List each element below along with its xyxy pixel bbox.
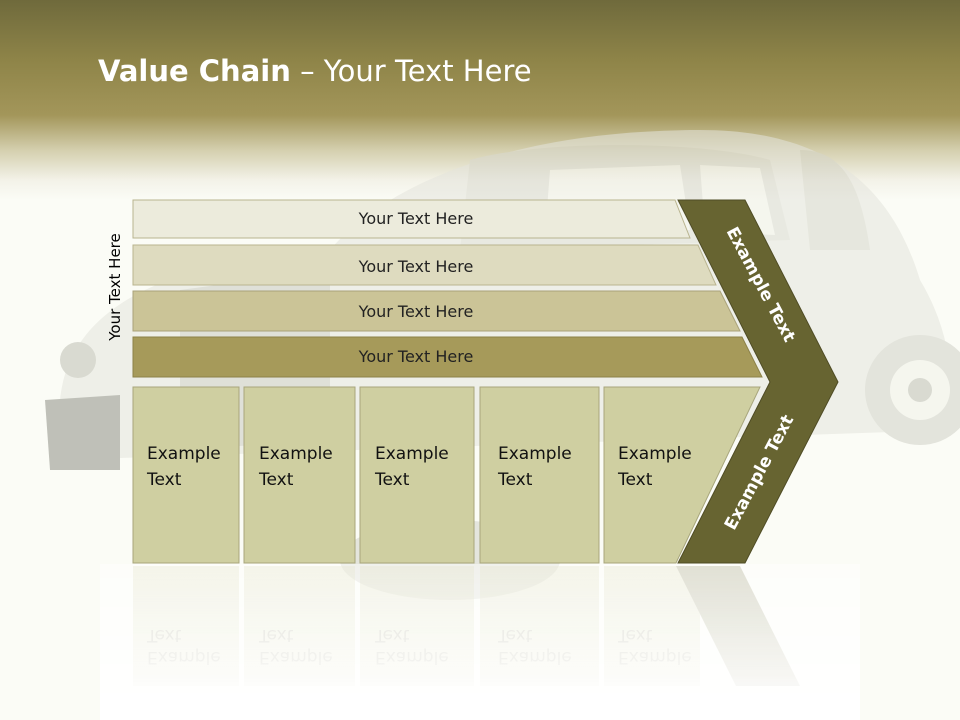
box-1-line1: Example [147, 444, 221, 464]
bar-2 [132, 244, 717, 286]
box-3-line2: Text [374, 470, 410, 490]
bar-3-label: Your Text Here [358, 302, 474, 321]
box-4 [479, 386, 600, 564]
box-3 [359, 386, 475, 564]
bar-1-label: Your Text Here [358, 209, 474, 228]
box-5-line2: Text [617, 470, 653, 490]
box-3-line1: Example [375, 444, 449, 464]
box-5-line1: Example [618, 444, 692, 464]
box-2-line2: Text [258, 470, 294, 490]
chevron-arrow [677, 199, 839, 564]
box-1-line2: Text [146, 470, 182, 490]
title-rest: – Your Text Here [290, 54, 532, 88]
box-2-line1: Example [259, 444, 333, 464]
title-bold: Value Chain [98, 54, 291, 88]
bar-4-label: Your Text Here [358, 347, 474, 366]
box-4-line2: Text [497, 470, 533, 490]
bar-2-label: Your Text Here [358, 257, 474, 276]
bar-1 [132, 199, 691, 239]
page-title: Value Chain – Your Text Here [98, 54, 532, 88]
bar-3 [132, 290, 741, 332]
box-2 [243, 386, 356, 564]
box-1 [132, 386, 240, 564]
box-5 [603, 386, 761, 564]
bar-4 [132, 336, 763, 378]
box-4-line1: Example [498, 444, 572, 464]
